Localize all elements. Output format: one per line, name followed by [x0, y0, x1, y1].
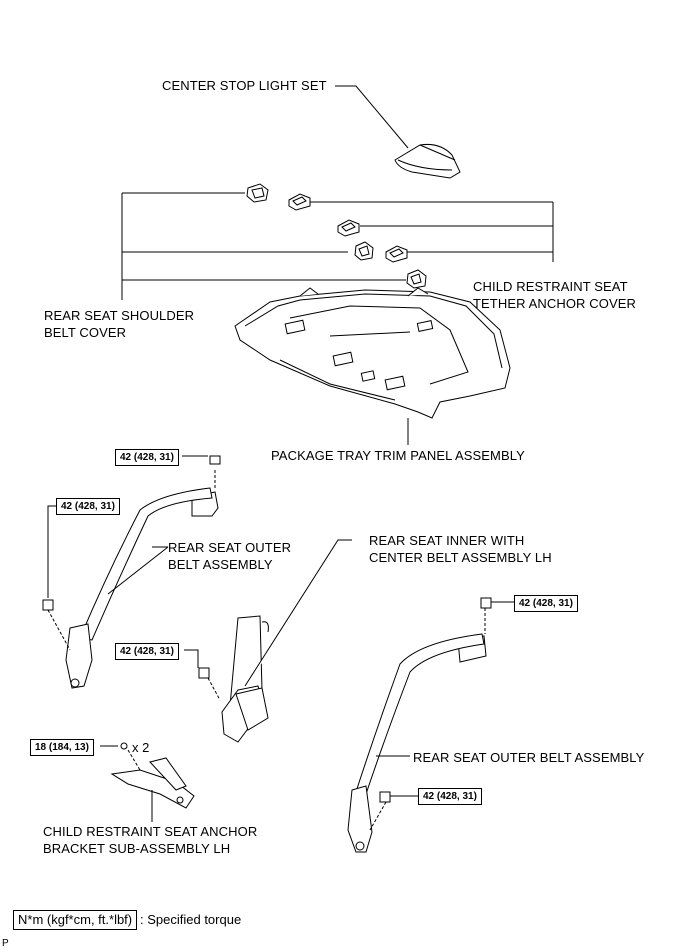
torque-spec-box: 18 (184, 13) [30, 739, 94, 756]
inner-belt-label-line2: CENTER BELT ASSEMBLY LH [369, 550, 552, 565]
package-tray-panel [234, 287, 511, 445]
inner-belt-part [184, 539, 352, 743]
cover-6 [406, 269, 427, 289]
footer-mark: P [2, 938, 9, 949]
anchor-bracket-label-line2: BRACKET SUB-ASSEMBLY LH [43, 841, 231, 856]
outer-belt-left-label-line2: BELT ASSEMBLY [168, 557, 273, 572]
cover-4 [354, 241, 374, 261]
shoulder-cover-label-line2: BELT COVER [44, 325, 127, 340]
package-tray-label: PACKAGE TRAY TRIM PANEL ASSEMBLY [271, 448, 525, 463]
tether-cover-leader-lines [308, 201, 554, 262]
shoulder-cover-label-line1: REAR SEAT SHOULDER [44, 308, 195, 323]
torque-spec-box: 42 (428, 31) [514, 595, 578, 612]
anchor-bracket-part [100, 742, 195, 822]
torque-legend-text: : Specified torque [140, 912, 242, 927]
cover-5 [385, 245, 408, 263]
child-cover-label-line2: TETHER ANCHOR COVER [473, 296, 636, 311]
torque-spec-box: 42 (428, 31) [56, 498, 120, 515]
quantity-label: x 2 [132, 740, 150, 755]
center-stop-light-label: CENTER STOP LIGHT SET [162, 78, 327, 93]
left-outer-belt-part [42, 455, 221, 689]
cover-2 [288, 193, 311, 211]
outer-belt-right-label: REAR SEAT OUTER BELT ASSEMBLY [413, 750, 645, 765]
outer-belt-left-label-line1: REAR SEAT OUTER [168, 540, 292, 555]
right-outer-belt-part [347, 597, 514, 853]
torque-spec-box: 42 (428, 31) [115, 643, 179, 660]
child-cover-label-line1: CHILD RESTRAINT SEAT [473, 279, 628, 294]
inner-belt-label-line1: REAR SEAT INNER WITH [369, 533, 525, 548]
torque-legend-box: N*m (kgf*cm, ft.*lbf) [13, 910, 138, 930]
torque-spec-box: 42 (428, 31) [418, 788, 482, 805]
shoulder-cover-leader-lines [121, 192, 406, 300]
anchor-bracket-label-line1: CHILD RESTRAINT SEAT ANCHOR [43, 824, 258, 839]
center-stop-light-part [335, 85, 461, 179]
torque-spec-box: 42 (428, 31) [115, 449, 179, 466]
cover-3 [337, 219, 360, 237]
cover-1 [246, 183, 269, 203]
